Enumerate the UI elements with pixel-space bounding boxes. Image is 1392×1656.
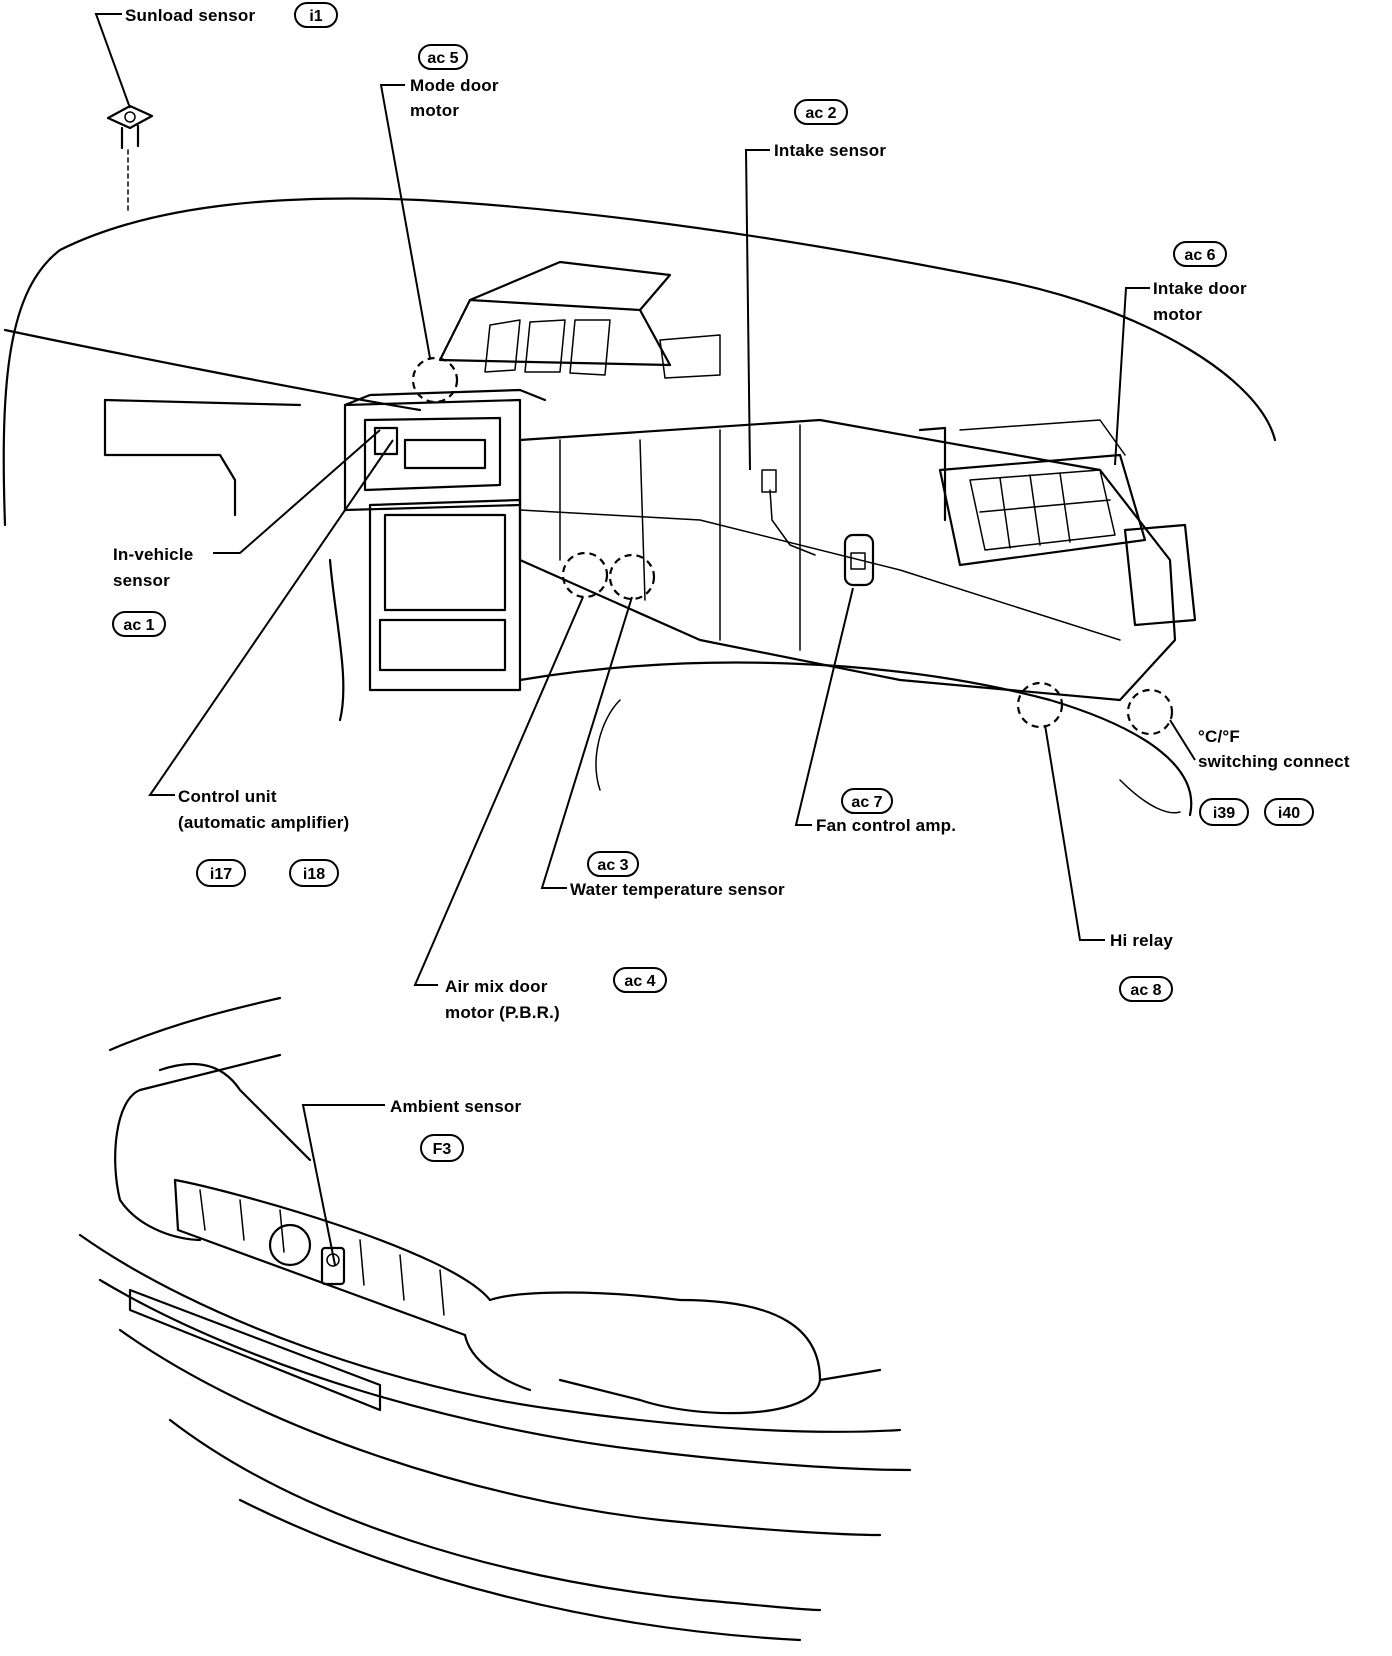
badge-i40: i40 bbox=[1264, 798, 1314, 826]
water-temperature-sensor-label: Water temperature sensor bbox=[570, 880, 785, 899]
badge-i17: i17 bbox=[196, 859, 246, 887]
badge-ac7: ac 7 bbox=[841, 788, 893, 814]
svg-text:F3: F3 bbox=[433, 1141, 452, 1158]
in-vehicle-sensor-label-line2: sensor bbox=[113, 571, 170, 590]
sunload-sensor-label: Sunload sensor bbox=[125, 6, 256, 25]
svg-text:i40: i40 bbox=[1278, 805, 1300, 822]
svg-text:ac 7: ac 7 bbox=[851, 794, 882, 811]
control-unit-label-line2: (automatic amplifier) bbox=[178, 813, 349, 832]
svg-text:ac 2: ac 2 bbox=[805, 105, 836, 122]
hi-relay-label: Hi relay bbox=[1110, 931, 1173, 950]
leader-lines bbox=[94, 13, 1196, 1266]
svg-text:ac 4: ac 4 bbox=[624, 973, 655, 990]
temp-unit-switch-label-line1: °C/°F bbox=[1198, 727, 1240, 746]
badge-ac4: ac 4 bbox=[613, 967, 667, 993]
svg-text:ac 8: ac 8 bbox=[1130, 982, 1161, 999]
badge-ac8: ac 8 bbox=[1119, 976, 1173, 1002]
air-mix-door-motor-label-line1: Air mix door bbox=[445, 977, 548, 996]
intake-sensor-label: Intake sensor bbox=[774, 141, 886, 160]
badge-ac5: ac 5 bbox=[418, 44, 468, 70]
front-end-outline bbox=[78, 996, 912, 1642]
svg-text:ac 6: ac 6 bbox=[1184, 247, 1215, 264]
badge-f3: F3 bbox=[420, 1134, 464, 1162]
control-unit-label-line1: Control unit bbox=[178, 787, 277, 806]
mode-door-motor-label-line1: Mode door bbox=[410, 76, 499, 95]
air-mix-door-motor-label-line2: motor (P.B.R.) bbox=[445, 1003, 560, 1022]
svg-text:i1: i1 bbox=[309, 8, 322, 25]
hvac-unit bbox=[343, 260, 1197, 702]
svg-text:i17: i17 bbox=[210, 866, 232, 883]
svg-text:ac 3: ac 3 bbox=[597, 857, 628, 874]
badge-ac6: ac 6 bbox=[1173, 241, 1227, 267]
badge-ac1: ac 1 bbox=[112, 611, 166, 637]
badge-ac3: ac 3 bbox=[587, 851, 639, 877]
intake-door-motor-label-line2: motor bbox=[1153, 305, 1202, 324]
sunload-sensor-icon bbox=[106, 104, 154, 211]
svg-text:ac 1: ac 1 bbox=[123, 617, 154, 634]
mode-door-motor-label-line2: motor bbox=[410, 101, 459, 120]
ambient-sensor-label: Ambient sensor bbox=[390, 1097, 521, 1116]
temp-unit-switch-label-line2: switching connect bbox=[1198, 752, 1350, 771]
badge-i39: i39 bbox=[1199, 798, 1249, 826]
badge-ac2: ac 2 bbox=[794, 99, 848, 125]
fan-control-amp-label: Fan control amp. bbox=[816, 816, 956, 835]
connector-badges: i1 ac 5 ac 2 ac 6 ac 1 ac 7 ac 3 ac 4 bbox=[112, 2, 1314, 1162]
badge-i18: i18 bbox=[289, 859, 339, 887]
component-location-markers bbox=[411, 356, 1174, 736]
dashboard-outline bbox=[2, 197, 1277, 817]
svg-text:i18: i18 bbox=[303, 866, 325, 883]
badge-i1: i1 bbox=[294, 2, 338, 28]
svg-text:i39: i39 bbox=[1213, 805, 1235, 822]
in-vehicle-sensor-label-line1: In-vehicle bbox=[113, 545, 193, 564]
intake-door-motor-label-line1: Intake door bbox=[1153, 279, 1247, 298]
svg-text:ac 5: ac 5 bbox=[427, 50, 458, 67]
callout-labels: Sunload sensor Mode door motor Intake se… bbox=[113, 6, 1350, 1116]
